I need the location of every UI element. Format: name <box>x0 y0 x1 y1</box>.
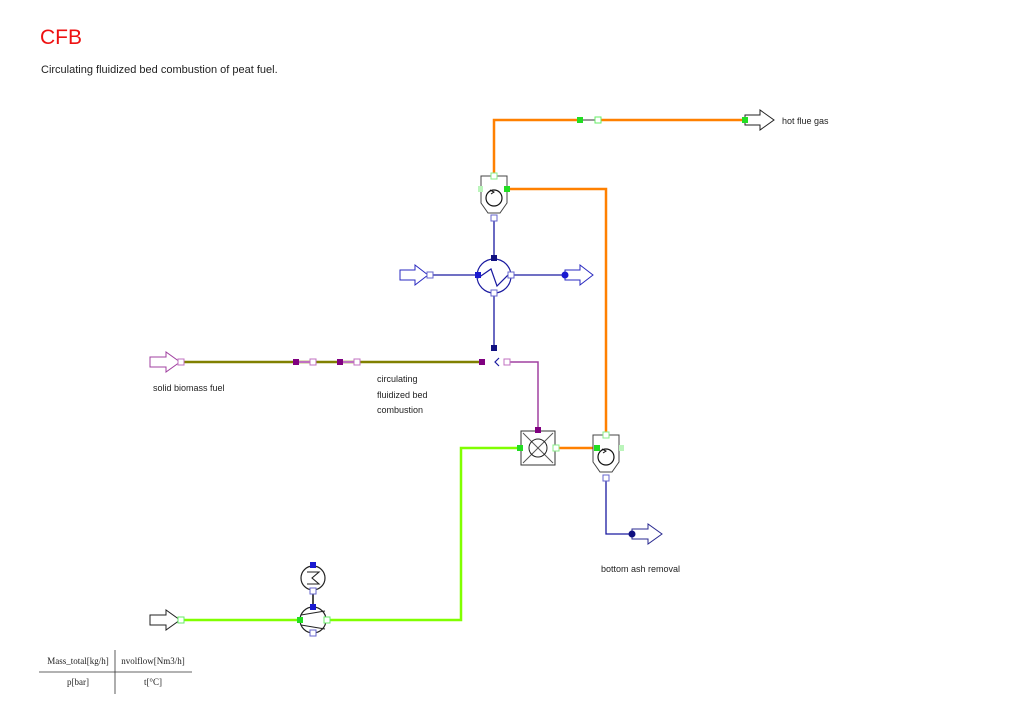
port[interactable] <box>535 427 541 433</box>
port[interactable] <box>552 444 560 452</box>
bottom-ash-sink-arrow[interactable] <box>631 523 663 545</box>
cyclone-top[interactable] <box>480 175 508 214</box>
port[interactable] <box>490 172 498 180</box>
air-compressor[interactable] <box>299 606 327 634</box>
port[interactable] <box>602 474 610 482</box>
heat-exchanger[interactable] <box>476 258 512 294</box>
motor[interactable] <box>300 565 326 591</box>
port[interactable] <box>628 530 636 538</box>
legend-nvolflow: nvolflow[Nm3/h] <box>121 656 185 666</box>
hx-inlet-arrow[interactable] <box>399 263 429 287</box>
pipe-air-to-combustor[interactable] <box>327 446 520 622</box>
port[interactable] <box>479 359 485 365</box>
port[interactable] <box>177 616 185 624</box>
port[interactable] <box>426 271 434 279</box>
pipe-cyclone-link[interactable] <box>507 187 608 435</box>
port[interactable] <box>309 358 317 366</box>
port[interactable] <box>353 358 361 366</box>
port[interactable] <box>561 271 569 279</box>
port[interactable] <box>309 587 317 595</box>
solid-biomass-fuel-source-arrow[interactable] <box>149 351 181 373</box>
port[interactable] <box>309 629 317 637</box>
legend-temperature: t[°C] <box>144 677 162 687</box>
value-legend: Mass_total[kg/h] nvolflow[Nm3/h] p[bar] … <box>39 650 192 694</box>
pipe-hot-flue-gas[interactable] <box>492 118 580 176</box>
port[interactable] <box>323 616 331 624</box>
legend-pressure: p[bar] <box>67 677 89 687</box>
port[interactable] <box>490 289 498 297</box>
port[interactable] <box>475 272 481 278</box>
pipe-fuel-to-combustor[interactable] <box>510 361 539 430</box>
port[interactable] <box>594 445 600 451</box>
label-hot-flue-gas: hot flue gas <box>782 116 829 126</box>
cyclone-bottom[interactable] <box>592 434 620 473</box>
port[interactable] <box>177 358 185 366</box>
port[interactable] <box>507 271 515 279</box>
port[interactable] <box>619 445 624 451</box>
port[interactable] <box>310 562 316 568</box>
port[interactable] <box>491 345 497 351</box>
port[interactable] <box>293 359 299 365</box>
splitter[interactable] <box>494 357 500 367</box>
port[interactable] <box>490 214 498 222</box>
port[interactable] <box>478 186 483 192</box>
port[interactable] <box>337 359 343 365</box>
label-bottom-ash-removal: bottom ash removal <box>601 564 680 574</box>
label-solid-biomass-fuel: solid biomass fuel <box>153 383 225 393</box>
port[interactable] <box>503 358 511 366</box>
port[interactable] <box>504 186 510 192</box>
port[interactable] <box>602 431 610 439</box>
port[interactable] <box>577 117 583 123</box>
page-description: Circulating fluidized bed combustion of … <box>41 64 278 76</box>
page-title: CFB <box>40 26 82 49</box>
combustion-chamber[interactable] <box>520 430 556 466</box>
port[interactable] <box>310 604 316 610</box>
label-cfb-line2: fluidized bed <box>377 390 428 400</box>
label-cfb-line3: combustion <box>377 405 423 415</box>
port[interactable] <box>491 255 497 261</box>
air-source-arrow[interactable] <box>149 609 181 631</box>
legend-mass-total: Mass_total[kg/h] <box>47 656 109 666</box>
port[interactable] <box>297 617 303 623</box>
port[interactable] <box>517 445 523 451</box>
port[interactable] <box>594 116 602 124</box>
label-cfb-line1: circulating <box>377 374 418 384</box>
pipe-bottom-ash[interactable] <box>605 478 632 535</box>
port[interactable] <box>742 117 748 123</box>
hot-flue-gas-sink-arrow[interactable] <box>744 109 775 131</box>
hx-outlet-arrow[interactable] <box>564 263 594 287</box>
